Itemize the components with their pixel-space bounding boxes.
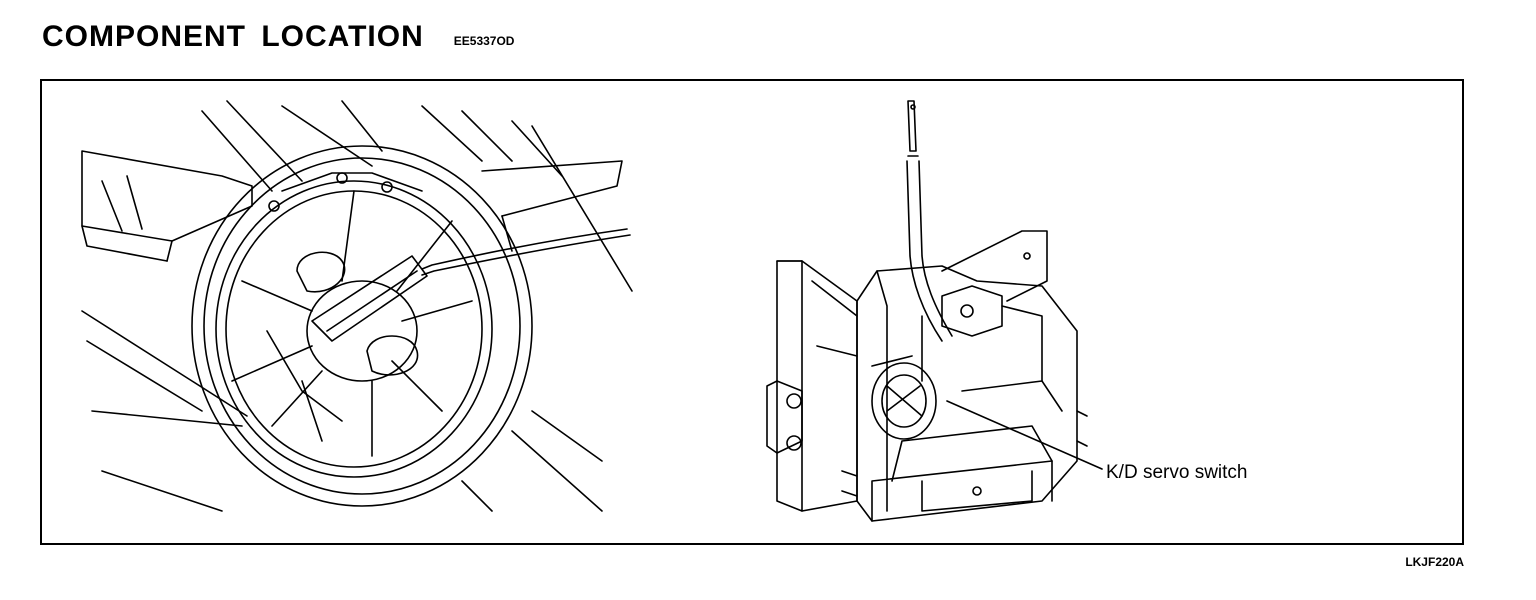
servo-housing-closeup-illustration bbox=[81, 100, 633, 512]
document-code: EE5337OD bbox=[453, 34, 515, 48]
transaxle-assembly-illustration bbox=[766, 100, 1103, 522]
kd-servo-switch-callout: K/D servo switch bbox=[1106, 462, 1248, 483]
page-header: COMPONENT LOCATION EE5337OD bbox=[42, 22, 514, 52]
figure-frame: K/D servo switch bbox=[40, 79, 1464, 545]
figure-id: LKJF220A bbox=[1405, 555, 1464, 569]
page-title: COMPONENT LOCATION bbox=[42, 20, 424, 53]
component-figure bbox=[81, 100, 1103, 522]
